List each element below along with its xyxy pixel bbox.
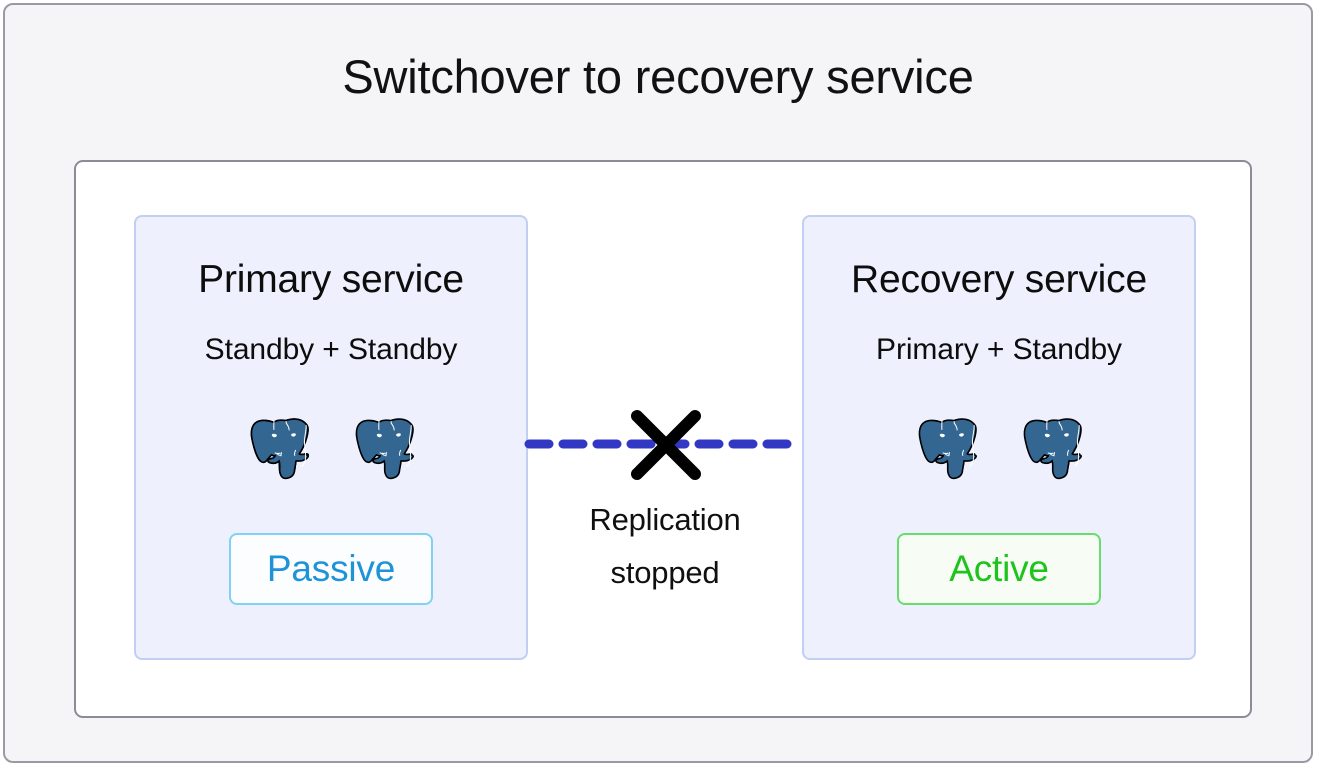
panel-subtitle: Primary + Standby xyxy=(876,333,1122,366)
replication-caption-line1: Replication xyxy=(589,502,741,537)
service-panel-primary: Primary service Standby + Standby xyxy=(134,215,528,660)
panel-heading: Primary service xyxy=(198,258,464,301)
replication-broken-icon xyxy=(631,410,701,480)
page-title: Switchover to recovery service xyxy=(342,50,974,103)
node-row xyxy=(247,407,416,485)
status-badge: Active xyxy=(897,533,1101,605)
postgres-elephant-icon xyxy=(1023,418,1082,480)
status-badge: Passive xyxy=(229,533,433,605)
replication-link: Replication stopped xyxy=(524,215,806,660)
postgres-elephant-icon xyxy=(250,418,309,480)
replication-caption-line2: stopped xyxy=(610,555,720,591)
replication-caption: Replication stopped xyxy=(528,493,802,600)
postgres-elephant-icon xyxy=(355,418,414,480)
panel-heading: Recovery service xyxy=(851,258,1147,301)
diagram-frame: Primary service Standby + Standby xyxy=(74,160,1252,718)
node-row xyxy=(915,407,1084,485)
panel-subtitle: Standby + Standby xyxy=(204,333,458,366)
postgres-elephant-icon xyxy=(918,418,977,480)
diagram-canvas: Switchover to recovery service Primary s… xyxy=(3,3,1313,763)
service-panel-recovery: Recovery service Primary + Standby xyxy=(802,215,1196,660)
